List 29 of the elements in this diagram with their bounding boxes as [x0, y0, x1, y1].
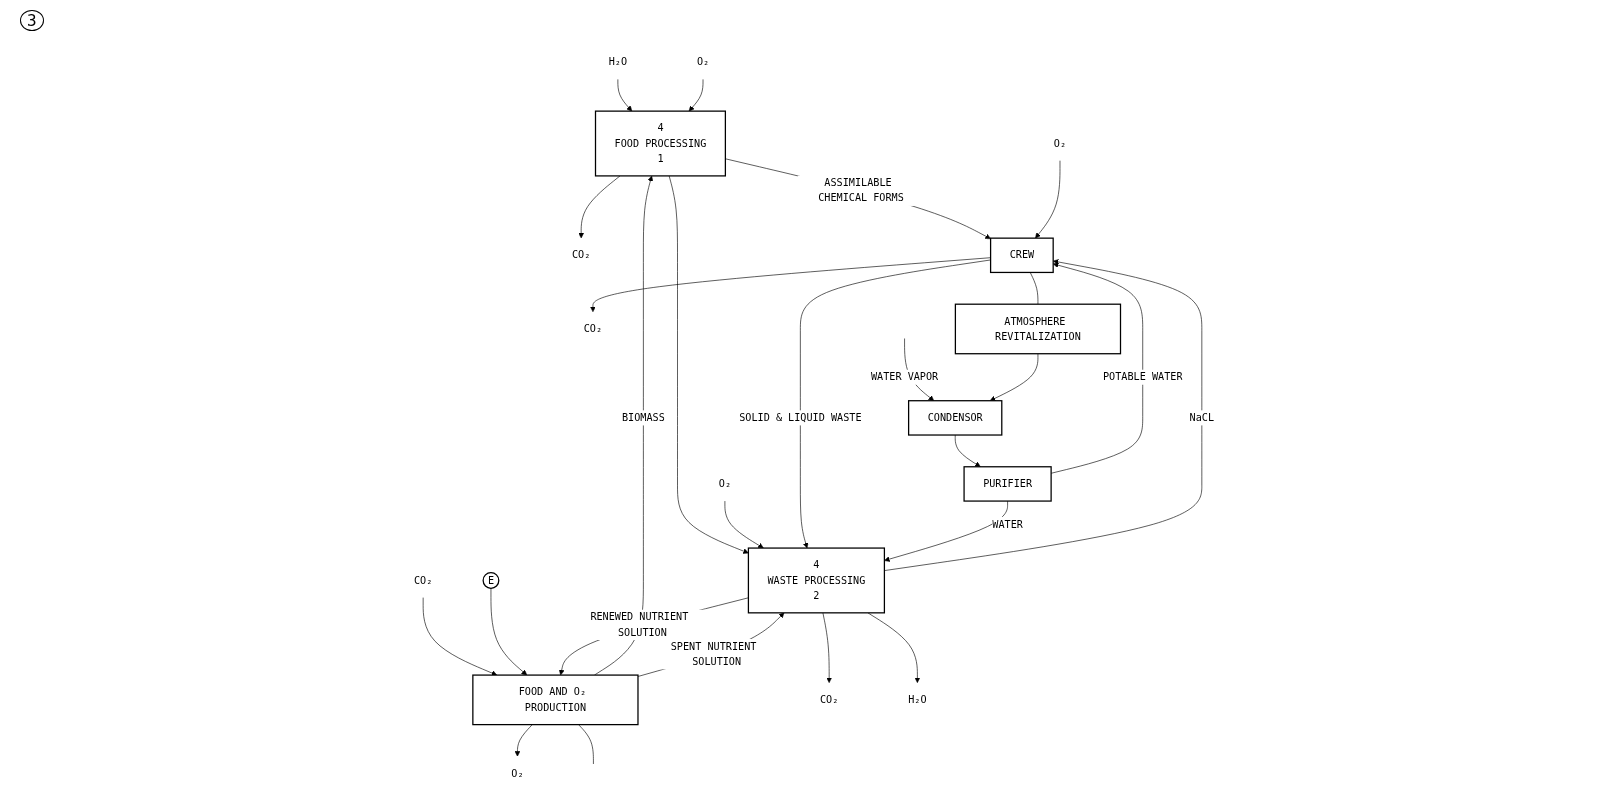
edge-label: ASSIMILABLE CHEMICAL FORMS: [818, 176, 904, 205]
node-text: O₂: [718, 477, 732, 490]
node-text: O₂: [511, 767, 524, 780]
node-text: CO₂: [413, 574, 433, 587]
node-circle: E: [482, 572, 500, 590]
node-text: O₂: [1053, 137, 1067, 150]
node-text: H₂O: [608, 56, 628, 69]
edge-label: BIOMASS: [621, 411, 665, 424]
node-text: H₂O: [908, 693, 927, 706]
node-box: 4 WASTE PROCESSING 2: [747, 547, 886, 614]
node-text: CO₂: [571, 249, 591, 262]
edge-label: SOLID & LIQUID WASTE: [739, 411, 862, 424]
node-box: FOOD AND O₂ PRODUCTION: [472, 674, 639, 726]
edge-label: WATER VAPOR: [870, 371, 939, 384]
edge-label: RENEWED NUTRIENT SOLUTION: [590, 611, 689, 639]
connector: [578, 724, 594, 765]
node-box: 4 FOOD PROCESSING 1: [594, 110, 726, 177]
node-text: CO₂: [819, 693, 839, 706]
node-box: CONDENSOR: [908, 400, 1003, 436]
edge-label: NaCL: [1189, 411, 1215, 424]
node-box: ATMOSPHERE REVITALIZATION: [954, 303, 1122, 355]
node-text: CO₂: [583, 322, 603, 335]
edge-label: POTABLE WATER: [1102, 371, 1183, 384]
connector: [1029, 272, 1039, 305]
edge-label: WATER: [992, 518, 1023, 531]
node-text: O₂: [696, 56, 710, 69]
edge-label: SPENT NUTRIENT SOLUTION: [670, 640, 757, 668]
node-box: PURIFIER: [963, 466, 1052, 502]
node-box: CREW: [989, 237, 1054, 274]
